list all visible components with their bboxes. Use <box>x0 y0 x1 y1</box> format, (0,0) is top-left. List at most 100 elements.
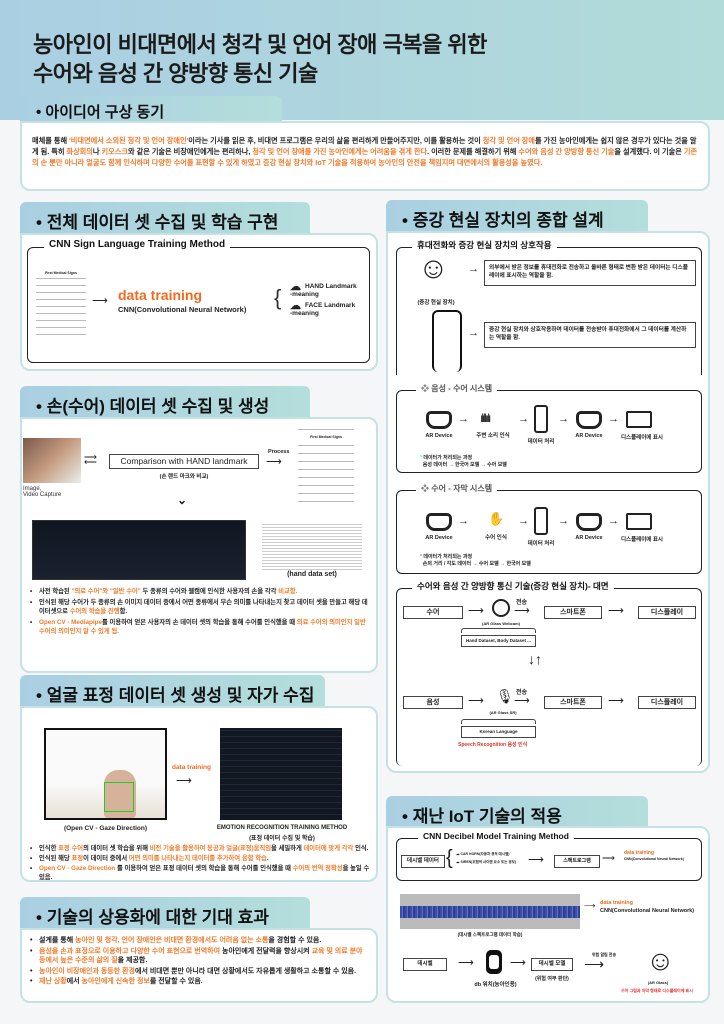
cloud-database-icon: ☁ <box>456 852 461 856</box>
arrow-icon: ⟶ <box>528 854 544 866</box>
siren-source: ☁ SIREN(위험적 사이렌 요소 또는 경보) <box>456 858 516 866</box>
arrow-icon: → <box>608 515 619 527</box>
smartphone-box: 스마트폰 <box>544 606 602 619</box>
highlighted-text: 재난 상황 <box>39 978 67 986</box>
iot-panel: CNN Decibel Model Training Method 데시벨 데이… <box>386 826 710 1003</box>
heading-text: 기술의 상용화에 대한 기대 효과 <box>46 908 269 927</box>
highlighted-text: 화상회의 <box>66 147 93 156</box>
data-training-label: data training <box>172 764 212 771</box>
voice-sign-steps: AR Device → ılıllıılı 주변 소리 인식 → 데이터 처리 … <box>425 405 676 451</box>
bullet-item: 인식된 해당 수어가 두 종류의 손 이미지 데이터 중에서 어떤 종류에서 무… <box>30 598 370 617</box>
text-segment: . 이러한 문제를 해결하기 위해 <box>427 147 519 156</box>
bidirectional-title: 수어와 음성 간 양방향 통신 기술(증강 현실 장치)- 대면 <box>412 580 614 592</box>
text-segment: 나 <box>92 147 102 156</box>
step-label: 데이터 처리 <box>527 439 555 445</box>
voice-sign-frame <box>396 390 702 473</box>
dataset-panel: CNN Sign Language Training Method First … <box>20 233 378 371</box>
text-segment: 에서 <box>66 978 82 986</box>
speech-recognition-label: Speech Recognition 음성 인식 <box>458 742 528 748</box>
highlighted-text: 교육 및 의료 분야 등에서 높은 수준의 삶의 질 <box>39 947 363 965</box>
bullet-item: 재난 상황에서 농아인에게 신속한 정보를 전달할 수 있음. <box>30 977 368 987</box>
decibel-data-box: 데시벨 데이터 <box>401 855 445 868</box>
arrow-icon: ⟶ <box>92 295 108 307</box>
text-segment: 두 종류의 수어와 웹캠에 인식한 사용자의 손을 각각 <box>140 588 279 595</box>
arrow-icon: → <box>458 515 469 527</box>
phone-description: 증강 현실 장치와 상호작용하며 데이터를 전송받아 휴대전화에서 그 데이터를… <box>484 322 696 348</box>
face-panel: (Open CV - Gaze Direction) data training… <box>20 706 378 882</box>
arrow-icon: → <box>458 413 469 425</box>
hand-body-dataset-box: Hand Dataset, Body Dataset ... <box>461 635 536 647</box>
hand-data-numbers-image <box>262 522 362 572</box>
text-segment: 매체를 통해 <box>32 136 70 145</box>
diamond-icon: ❖ <box>421 384 429 393</box>
highlighted-text: 어떤 의미를 나타내는지 데이터를 추가하여 융합 학습 <box>128 855 267 862</box>
watch-label: db 워치(농아인용) <box>474 982 517 988</box>
ar-goggles-icon <box>576 411 602 429</box>
arrow-icon: → <box>468 327 479 339</box>
webcam-icon <box>492 599 510 617</box>
cnn-label: CNN(Convolutional Neural Network) <box>624 857 684 861</box>
note-title: 데이터가 처리되는 과정 <box>423 455 473 461</box>
text-segment: 에서 비대면 뿐만 아니라 대면 상황에서도 자유롭게 생활하고 소통할 수 있… <box>135 967 357 975</box>
text-segment: 인식. <box>353 845 369 852</box>
cloud-database-icon: ☁ <box>456 860 461 864</box>
face-figure <box>104 770 136 818</box>
decibel-box: 데시벨 <box>403 958 447 971</box>
waveform <box>400 906 580 918</box>
brace-icon: { <box>274 285 282 310</box>
chevron-down-icon: ⌄ <box>177 493 188 507</box>
highlighted-text: 키오스크 <box>101 147 128 156</box>
highlighted-text: Open CV - Mediapipe <box>39 618 102 626</box>
data-training-label: data training <box>118 287 203 303</box>
heading-text: 전체 데이터 셋 수집 및 학습 구현 <box>46 213 279 232</box>
smartphone-icon <box>534 405 548 433</box>
text-segment: 인식한 <box>39 845 59 852</box>
face-landmark-output: ☁FACE Landmark-meaning <box>290 301 355 318</box>
text-segment: 농아인에게 전달력을 향상시켜 <box>220 947 312 955</box>
text-segment: 함. <box>119 608 128 615</box>
display-box: 디스플레이 <box>638 606 696 619</box>
marker-icon: * <box>420 455 422 461</box>
chart-caption: First Medical Signs <box>298 435 354 439</box>
arrow-icon: ⟶ <box>602 853 615 863</box>
voice-sign-title: ❖ 음성 - 수어 시스템 <box>416 383 498 394</box>
output-label: HAND Landmark <box>305 283 357 290</box>
process-label: Process <box>268 449 290 455</box>
monitor-icon <box>626 411 652 428</box>
step-label: 디스플레이에 표시 <box>620 537 663 543</box>
ar-glass-description: 수어 그림과 자막 형태로 디스플레이에 표시 <box>621 988 693 993</box>
ar-user-icon: ☺ <box>418 252 449 285</box>
diamond-icon: ❖ <box>421 484 429 493</box>
hand-panel: Image, Video Capture ⟶⟵ Comparison with … <box>20 417 378 673</box>
interaction-title: 휴대전화와 증강 현실 장치의 상호작용 <box>412 239 557 251</box>
note-title: 데이터가 처리되는 과정 <box>423 554 473 560</box>
sign-caption-note: * 데이터가 처리되는 과정 손의 거리 / 각도 데이터 → 수어 모델 → … <box>420 554 531 568</box>
model-sub: (위험 여부 판단) <box>535 976 569 982</box>
cnn-label: CNN(Convolutional Neural Network) <box>600 908 695 914</box>
swap-arrows-icon: ↓↑ <box>528 651 542 667</box>
sign-caption-steps: AR Device → ✋ 수어 인식 → 데이터 처리 → AR Device… <box>425 507 676 553</box>
text-segment: 를 이용하여 얻은 사용자의 손 데이터 셋의 학습을 통해 수어를 인식했을 … <box>101 618 297 626</box>
heading-text: 손(수어) 데이터 셋 수집 및 생성 <box>46 397 270 416</box>
text-segment: 인식된 해당 수어가 두 종류의 손 이미지 데이터 중에서 어떤 종류에서 무… <box>39 598 368 616</box>
comparison-box: Comparison with HAND landmark <box>109 454 259 469</box>
step-label: AR Device <box>575 433 603 439</box>
arrow-icon: → <box>468 263 479 275</box>
ar-goggles-icon <box>426 411 452 429</box>
arrow-icon: ⟶ <box>468 695 484 707</box>
hand-bullets: 사전 학습된 "의료 수어"와 "일반 수어" 두 종류의 수어와 웹캠에 인식… <box>30 587 370 638</box>
section-face-heading: • 얼굴 표정 데이터 셋 생성 및 자가 수집 <box>20 675 325 707</box>
text-segment: 사전 학습된 <box>39 588 72 595</box>
decibel-method-title: CNN Decibel Model Training Method <box>418 831 574 841</box>
face-bullets: 인식한 표정 수어의 데이터 셋 학습을 위해 비전 기술을 활용하여 동공과 … <box>30 844 370 883</box>
text-segment: 와 같은 기술은 비장애인에게는 편리하나, <box>127 147 253 156</box>
note-flow: 손의 거리 / 각도 데이터 → 수어 모델 → 한국어 모델 <box>422 561 531 567</box>
smartphone-icon <box>534 507 548 535</box>
motivation-panel: 매체를 통해 '비대면에서 소외된 청각 및 언어 장애인'이라는 기사를 읽은… <box>20 121 710 191</box>
step-label: AR Device <box>425 433 453 439</box>
webcam-label: (AR Glass Webcam) <box>482 621 520 626</box>
source-label: CAR HORN(자동차 경적 데시벨) <box>460 852 510 856</box>
title-line-1: 농아인이 비대면에서 청각 및 언어 장애 극복을 위한 <box>33 32 487 57</box>
ar-glass-label: (AR Glass) <box>647 980 669 985</box>
text-segment: 를 전달할 수 있음. <box>149 978 203 986</box>
